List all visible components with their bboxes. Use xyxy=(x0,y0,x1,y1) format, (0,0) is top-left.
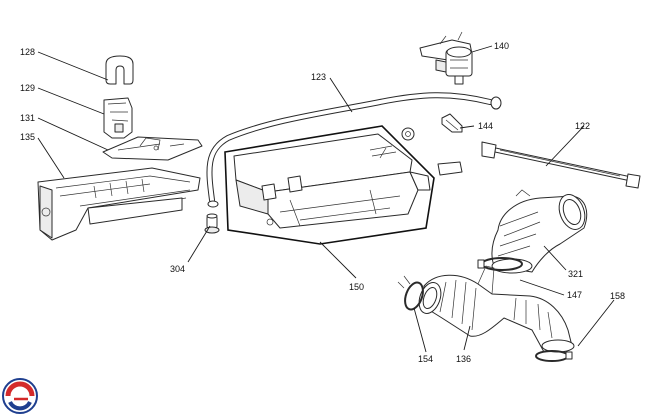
callout-136: 136 xyxy=(456,354,471,364)
callout-158: 158 xyxy=(610,291,625,301)
part-150-dispenser-housing xyxy=(224,125,463,245)
callout-122: 122 xyxy=(575,121,590,131)
callout-304: 304 xyxy=(170,264,185,274)
part-129-bracket xyxy=(103,97,133,139)
part-147-clamp-ring xyxy=(477,257,523,271)
part-123-hose xyxy=(206,92,502,208)
part-122-rod xyxy=(481,141,641,189)
part-140-valve xyxy=(419,31,473,85)
callout-135: 135 xyxy=(20,132,35,142)
part-136-y-hose xyxy=(418,265,575,353)
part-128-clip xyxy=(105,55,134,85)
leader-lines xyxy=(37,45,615,353)
callout-154: 154 xyxy=(418,354,433,364)
callout-147: 147 xyxy=(567,290,582,300)
part-135-drawer xyxy=(37,167,201,241)
callout-labels: 128 129 131 135 123 140 144 122 304 150 … xyxy=(20,41,625,364)
callout-123: 123 xyxy=(311,72,326,82)
callout-144: 144 xyxy=(478,121,493,131)
part-321-bellows-hose xyxy=(491,189,588,274)
callout-129: 129 xyxy=(20,83,35,93)
callout-150: 150 xyxy=(349,282,364,292)
callout-140: 140 xyxy=(494,41,509,51)
part-144-clamp xyxy=(441,113,463,133)
callout-321: 321 xyxy=(568,269,583,279)
part-304-plug xyxy=(204,213,220,234)
part-154-spring-clamp xyxy=(397,275,424,311)
callout-131: 131 xyxy=(20,113,35,123)
brand-logo xyxy=(2,378,38,414)
part-131-lid xyxy=(102,136,203,161)
callout-128: 128 xyxy=(20,47,35,57)
part-158-clamp xyxy=(535,350,573,362)
